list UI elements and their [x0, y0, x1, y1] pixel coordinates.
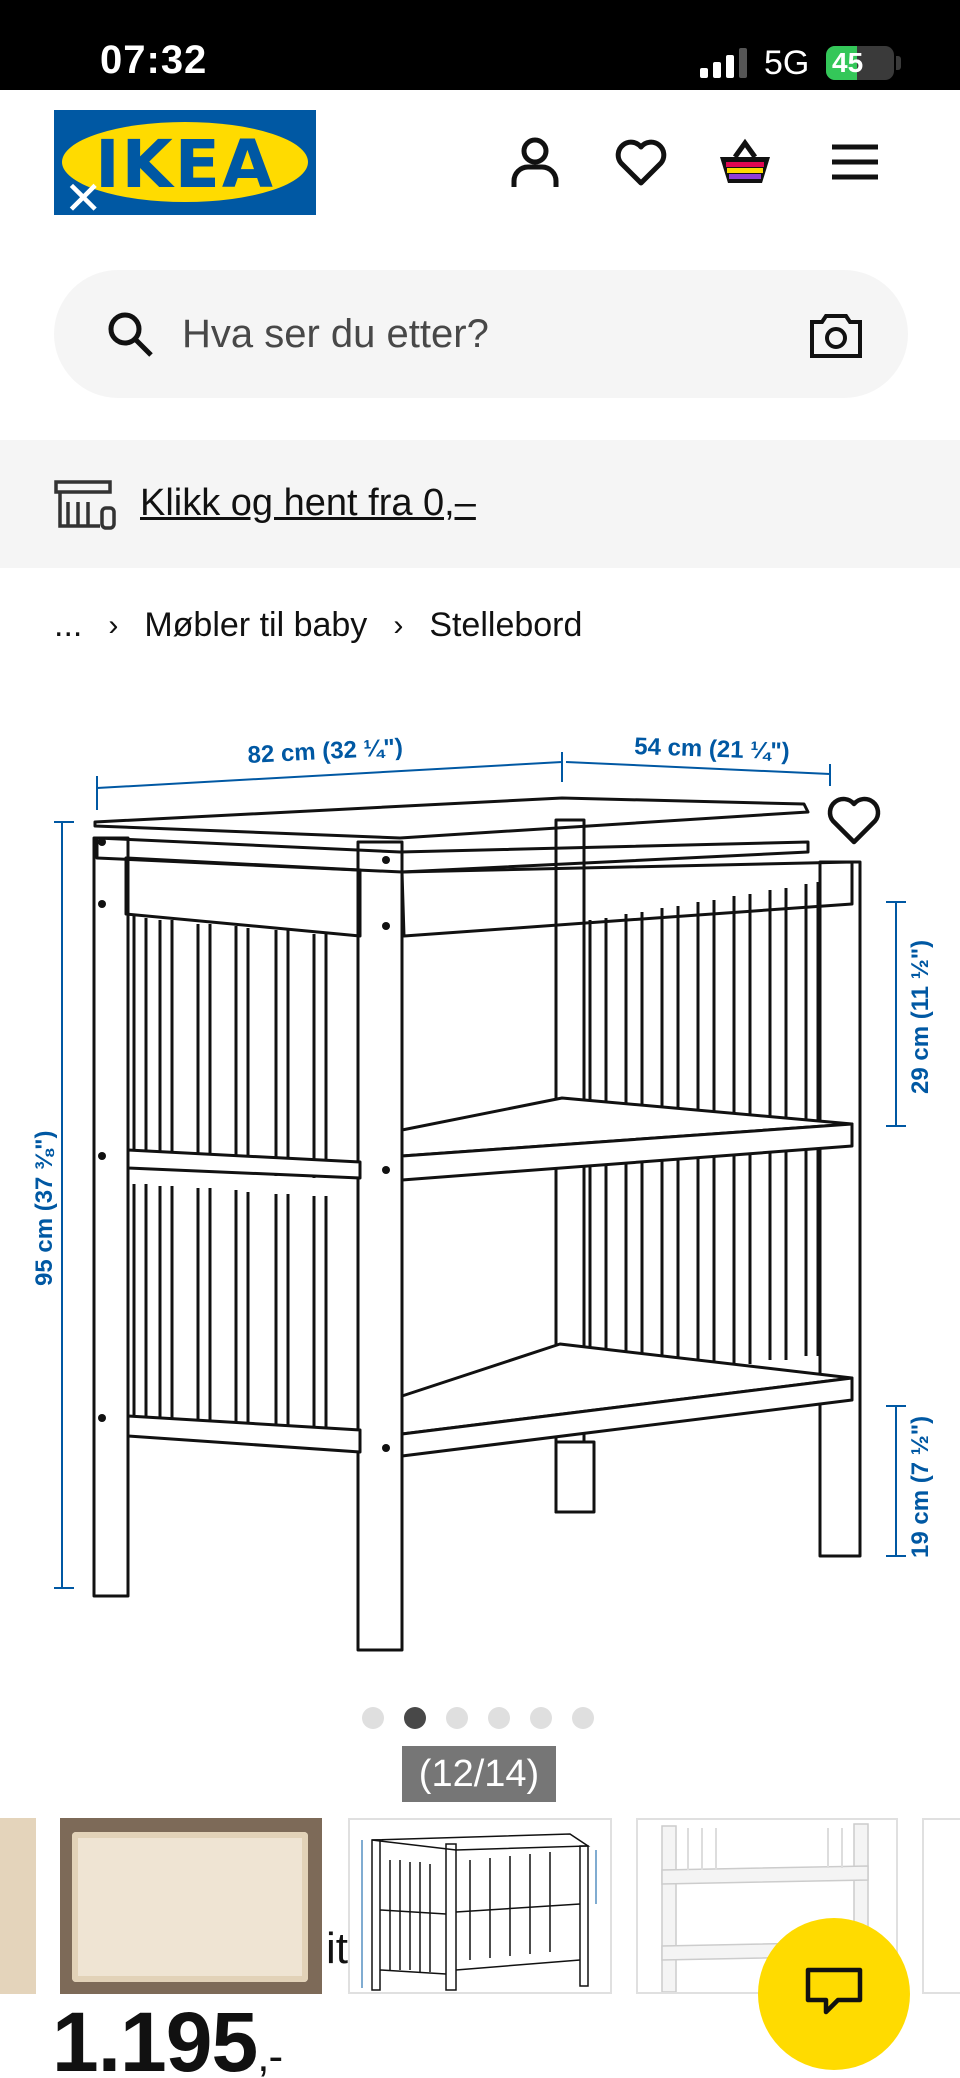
- product-dimension-drawing[interactable]: 82 cm (32 ¼") 54 cm (21 ¼") 95 cm (37 ⅜"…: [0, 720, 960, 1680]
- chat-button[interactable]: [758, 1918, 910, 2070]
- thumbnail-strip[interactable]: [0, 1818, 960, 1998]
- thumbnail-dimension-drawing[interactable]: [348, 1818, 612, 1994]
- camera-icon[interactable]: [810, 310, 862, 358]
- ikea-logo[interactable]: IKEA: [54, 110, 316, 215]
- cellular-signal-icon: [700, 48, 747, 78]
- dimension-height-label: 95 cm (37 ⅜"): [31, 1131, 58, 1286]
- dimension-depth-label: 54 cm (21 ¼"): [634, 733, 790, 765]
- thumbnail[interactable]: [0, 1818, 36, 1994]
- price-suffix: ,-: [257, 2032, 283, 2078]
- breadcrumb-separator: ›: [393, 608, 404, 642]
- search-input[interactable]: [182, 298, 742, 370]
- breadcrumb-separator: ›: [108, 608, 119, 642]
- gallery-counter: (12/14): [402, 1746, 556, 1802]
- breadcrumb-item-baby-furniture[interactable]: Møbler til baby: [144, 606, 368, 644]
- thumbnail-drawing: [361, 1833, 597, 1991]
- breadcrumb-ellipsis[interactable]: ...: [54, 606, 83, 644]
- product-name-peek: it: [326, 1924, 348, 1973]
- battery-icon: 45: [826, 46, 894, 80]
- gallery-dot[interactable]: [446, 1707, 468, 1729]
- logo-ellipse: [62, 122, 308, 202]
- click-collect-link[interactable]: Klikk og hent fra 0,–: [140, 482, 476, 524]
- price-value: 1.195: [52, 1995, 258, 2078]
- add-to-favourites-heart-icon[interactable]: [826, 794, 882, 846]
- breadcrumb-item-changing-table[interactable]: Stellebord: [429, 606, 583, 644]
- menu-icon[interactable]: [828, 135, 882, 189]
- dimension-bottom-clearance-label: 19 cm (7 ½"): [907, 1416, 934, 1558]
- search-icon: [108, 312, 153, 357]
- gallery-pagination-dots: [362, 1707, 594, 1729]
- gallery-dot[interactable]: [488, 1707, 510, 1729]
- gallery-dot[interactable]: [404, 1707, 426, 1729]
- store-icon: [54, 480, 116, 530]
- product-price: 1.195,-: [52, 1994, 283, 2078]
- network-type: 5G: [764, 44, 810, 82]
- click-collect-banner: Klikk og hent fra 0,–: [0, 440, 960, 568]
- account-icon[interactable]: [508, 135, 562, 189]
- gallery-dot[interactable]: [362, 1707, 384, 1729]
- breadcrumb: ... › Møbler til baby › Stellebord: [54, 606, 582, 645]
- dimension-shelf-gap-label: 29 cm (11 ½"): [907, 940, 934, 1094]
- battery-cap: [896, 56, 901, 70]
- battery-percent: 45: [832, 47, 864, 78]
- close-icon[interactable]: ✕: [64, 172, 103, 224]
- status-time: 07:32: [100, 38, 208, 82]
- gallery-dot[interactable]: [572, 1707, 594, 1729]
- cart-icon[interactable]: [718, 135, 772, 189]
- gallery-dot[interactable]: [530, 1707, 552, 1729]
- thumbnail[interactable]: [922, 1818, 960, 1994]
- logo-text: IKEA: [95, 126, 275, 203]
- chat-icon: [805, 1967, 863, 2015]
- status-bar: 07:32 5G 45: [0, 0, 960, 90]
- tray-image: [72, 1832, 308, 1982]
- heart-icon[interactable]: [614, 135, 668, 189]
- dimension-width-label: 82 cm (32 ¼"): [247, 734, 404, 769]
- thumbnail-tray[interactable]: [60, 1818, 322, 1994]
- search-bar[interactable]: [54, 270, 908, 398]
